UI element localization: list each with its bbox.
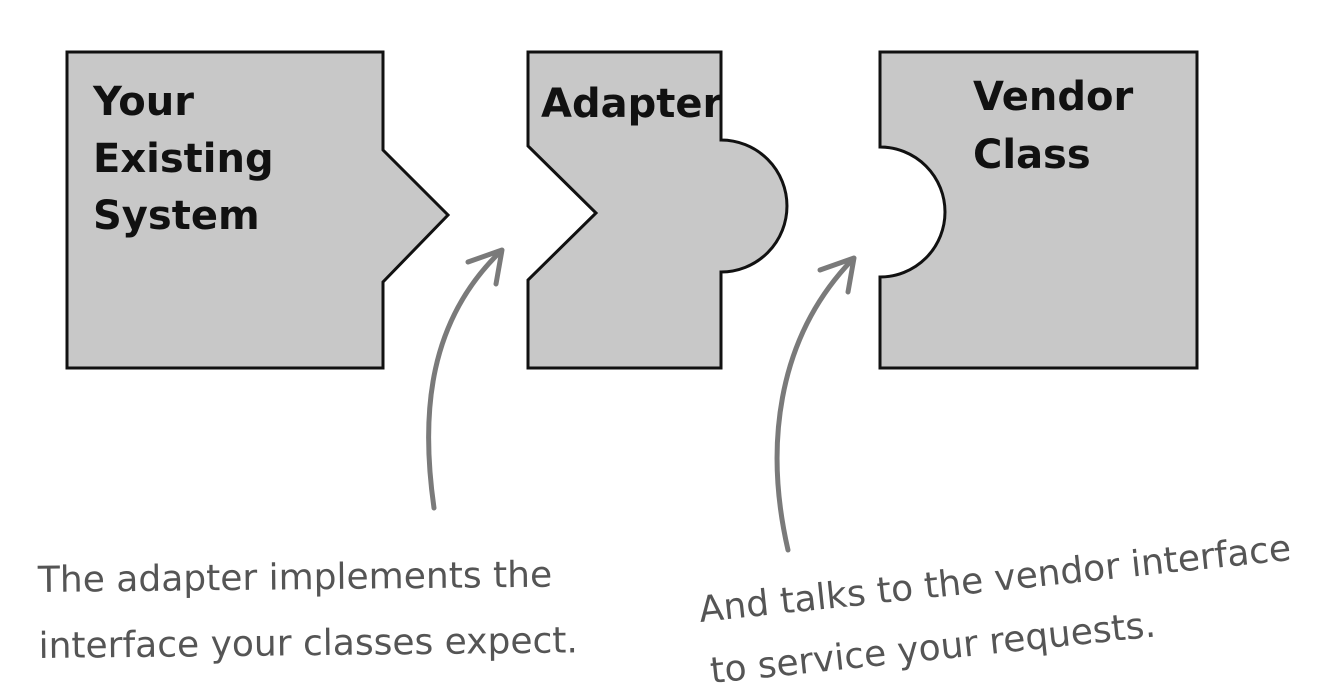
vendor-class-label: Vendor Class <box>973 74 1147 178</box>
existing-system-label-line: Existing <box>93 136 274 182</box>
adapter-label: Adapter <box>541 81 722 127</box>
existing-system-piece <box>65 50 451 370</box>
vendor-class-label-line: Class <box>973 132 1091 178</box>
adapter-piece <box>526 50 789 370</box>
existing-system-label-line: Your <box>92 79 194 125</box>
adapter-note-line: The adapter implements the <box>37 555 553 601</box>
vendor-class-piece <box>878 50 1199 370</box>
adapter-interface-arrowhead-icon <box>465 247 505 287</box>
adapter-label-line: Adapter <box>541 81 722 127</box>
adapter-note: The adapter implements the interface you… <box>37 554 578 667</box>
adapter-interface-arrow <box>426 249 503 511</box>
vendor-interface-arrowhead-icon <box>817 255 857 295</box>
existing-system-label-line: System <box>93 193 260 239</box>
vendor-interface-arrow <box>774 257 855 553</box>
existing-system-label: Your Existing System <box>92 79 288 239</box>
adapter-note-line: interface your classes expect. <box>38 620 578 667</box>
vendor-class-label-line: Vendor <box>973 74 1133 120</box>
